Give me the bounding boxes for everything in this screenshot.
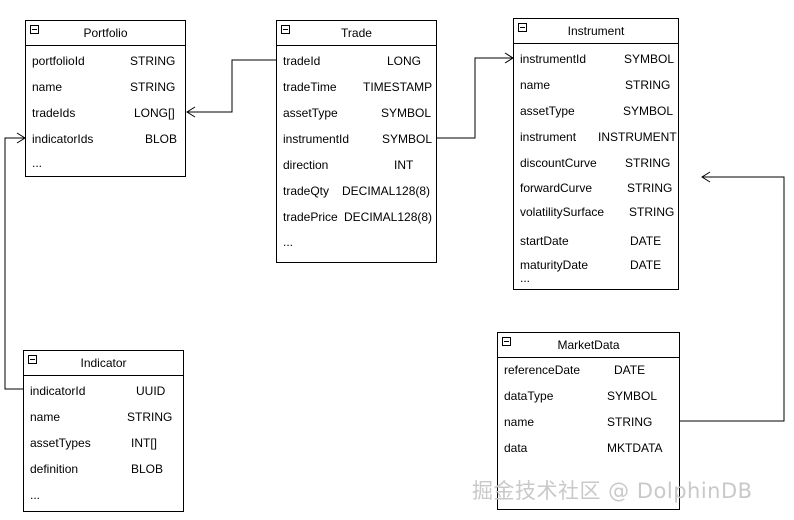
field-name: volatilitySurface xyxy=(520,205,605,219)
field-name: assetType xyxy=(520,104,575,118)
field-type: LONG xyxy=(387,54,422,68)
field-type: LONG[] xyxy=(134,106,175,120)
field-type: DATE xyxy=(630,258,662,272)
field-type: STRING xyxy=(629,205,675,219)
field-name: tradeIds xyxy=(32,106,76,120)
entity-indicator[interactable]: Indicator indicatorId UUID name STRING a… xyxy=(23,350,184,512)
field-name: name xyxy=(32,80,63,94)
field-name: indicatorIds xyxy=(32,132,94,146)
field-type: DECIMAL128(8) xyxy=(342,184,431,198)
field-name: instrumentId xyxy=(520,52,587,66)
entity-marketdata[interactable]: MarketData referenceDate DATE dataType S… xyxy=(497,332,680,510)
entity-header: Instrument xyxy=(514,19,678,44)
field-name: discountCurve xyxy=(520,156,597,170)
entity-title: MarketData xyxy=(557,338,620,352)
arrow-head xyxy=(186,106,196,118)
field-name: tradePrice xyxy=(283,210,338,224)
link-trade-to-instrument xyxy=(437,57,513,139)
field-type: SYMBOL xyxy=(381,106,432,120)
field-name: tradeQty xyxy=(283,184,330,198)
entity-title: Trade xyxy=(341,26,372,40)
entity-header: Indicator xyxy=(24,351,183,376)
field-type: SYMBOL xyxy=(624,52,675,66)
collapse-icon[interactable] xyxy=(28,355,37,364)
collapse-icon[interactable] xyxy=(281,25,290,34)
field-name: maturityDate xyxy=(520,258,589,272)
field-type: SYMBOL xyxy=(623,104,674,118)
field-name: name xyxy=(520,78,551,92)
field-type: DATE xyxy=(614,363,646,377)
field-name: data xyxy=(504,441,528,455)
field-name: portfolioId xyxy=(32,54,85,68)
field-name: dataType xyxy=(504,389,554,403)
field-type: DECIMAL128(8) xyxy=(344,210,433,224)
field-type: UUID xyxy=(136,384,166,398)
collapse-icon[interactable] xyxy=(502,337,511,346)
field-name: name xyxy=(504,415,535,429)
field-type: BLOB xyxy=(145,132,178,146)
field-more: ... xyxy=(32,156,43,170)
collapse-icon[interactable] xyxy=(518,23,527,32)
field-more: ... xyxy=(520,271,531,285)
entity-title: Instrument xyxy=(567,24,625,38)
entity-header: Trade xyxy=(277,21,436,46)
entity-portfolio[interactable]: Portfolio portfolioId STRING name STRING… xyxy=(25,20,186,177)
field-type: STRING xyxy=(627,181,673,195)
field-type: INSTRUMENT xyxy=(598,130,677,144)
field-type: SYMBOL xyxy=(382,132,433,146)
field-type: STRING xyxy=(625,156,671,170)
field-name: name xyxy=(30,410,61,424)
watermark: 掘金技术社区 @ DolphinDB xyxy=(472,479,753,503)
field-name: forwardCurve xyxy=(520,181,593,195)
entity-instrument[interactable]: Instrument instrumentId SYMBOL name STRI… xyxy=(513,18,679,290)
entity-header: MarketData xyxy=(498,333,679,358)
field-name: startDate xyxy=(520,234,569,248)
entity-title: Indicator xyxy=(80,356,127,370)
field-more: ... xyxy=(30,488,41,502)
field-type: INT[] xyxy=(131,436,157,450)
entity-header: Portfolio xyxy=(26,21,185,46)
link-indicator-to-portfolio xyxy=(4,137,25,390)
entity-title: Portfolio xyxy=(83,26,128,40)
entity-trade[interactable]: Trade tradeId LONG tradeTime TIMESTAMP a… xyxy=(276,20,437,263)
field-type: SYMBOL xyxy=(607,389,658,403)
link-trade-to-portfolio xyxy=(187,59,277,113)
field-type: STRING xyxy=(607,415,653,429)
field-type: STRING xyxy=(130,80,176,94)
collapse-icon[interactable] xyxy=(30,25,39,34)
field-type: BLOB xyxy=(131,462,164,476)
field-name: tradeTime xyxy=(283,80,337,94)
field-name: indicatorId xyxy=(30,384,86,398)
field-name: direction xyxy=(283,158,329,172)
field-type: STRING xyxy=(625,78,671,92)
field-type: INT xyxy=(394,158,414,172)
field-name: instrument xyxy=(520,130,577,144)
field-type: STRING xyxy=(127,410,173,424)
field-name: assetType xyxy=(283,106,338,120)
field-name: assetTypes xyxy=(30,436,91,450)
field-type: MKTDATA xyxy=(607,441,663,455)
field-name: instrumentId xyxy=(283,132,350,146)
field-type: STRING xyxy=(130,54,176,68)
field-name: referenceDate xyxy=(504,363,581,377)
arrow-head xyxy=(701,171,711,183)
field-name: definition xyxy=(30,462,79,476)
field-type: DATE xyxy=(630,234,662,248)
link-marketdata-to-instrument xyxy=(680,176,785,422)
field-type: TIMESTAMP xyxy=(363,80,433,94)
field-name: tradeId xyxy=(283,54,321,68)
field-more: ... xyxy=(283,235,294,249)
